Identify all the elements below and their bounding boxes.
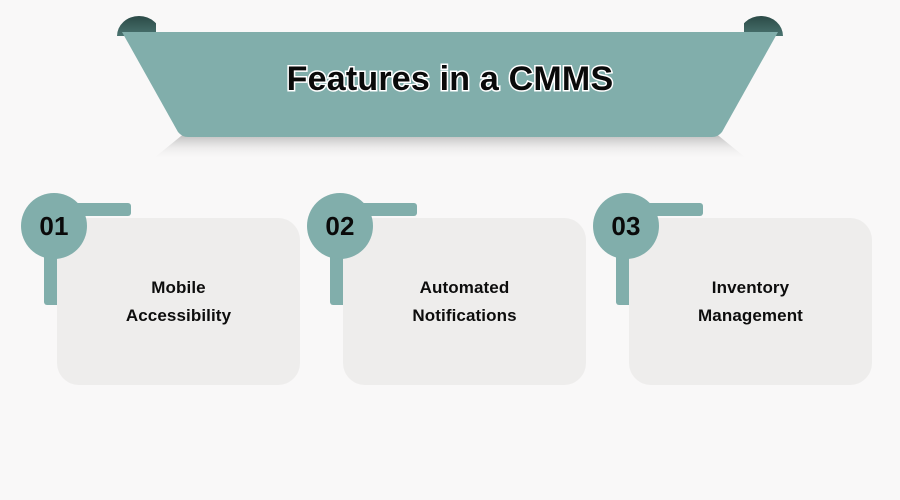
step-number: 01 — [39, 210, 69, 241]
step-number: 03 — [611, 210, 641, 241]
feature-card-2[interactable]: Automated Notifications — [343, 218, 586, 385]
feature-label-line1: Inventory — [711, 277, 790, 297]
banner-body — [122, 32, 778, 137]
banner-shadow — [154, 132, 746, 158]
banner: Features in a CMMS — [100, 8, 800, 168]
feature-label-line2: Notifications — [412, 305, 517, 325]
step-badge-3: 03 — [593, 193, 659, 259]
feature-label-3: Inventory Management — [698, 274, 803, 329]
feature-item-3[interactable]: 03 Inventory Management — [592, 193, 900, 393]
feature-item-1[interactable]: 01 Mobile Accessibility — [20, 193, 330, 393]
feature-label-2: Automated Notifications — [412, 274, 516, 329]
step-badge-2: 02 — [307, 193, 373, 259]
banner-right-fold-icon — [744, 16, 783, 36]
feature-label-1: Mobile Accessibility — [126, 274, 231, 329]
step-badge-1: 01 — [21, 193, 87, 259]
feature-item-2[interactable]: 02 Automated Notifications — [306, 193, 616, 393]
page-title: Features in a CMMS — [285, 59, 614, 100]
feature-label-line2: Management — [698, 305, 803, 325]
banner-left-fold-icon — [117, 16, 156, 36]
feature-label-line2: Accessibility — [125, 305, 232, 325]
banner-shape — [117, 16, 783, 158]
feature-card-1[interactable]: Mobile Accessibility — [57, 218, 300, 385]
step-number: 02 — [325, 210, 355, 241]
feature-card-3[interactable]: Inventory Management — [629, 218, 872, 385]
feature-label-line1: Automated — [419, 277, 510, 297]
feature-label-line1: Mobile — [151, 277, 206, 297]
